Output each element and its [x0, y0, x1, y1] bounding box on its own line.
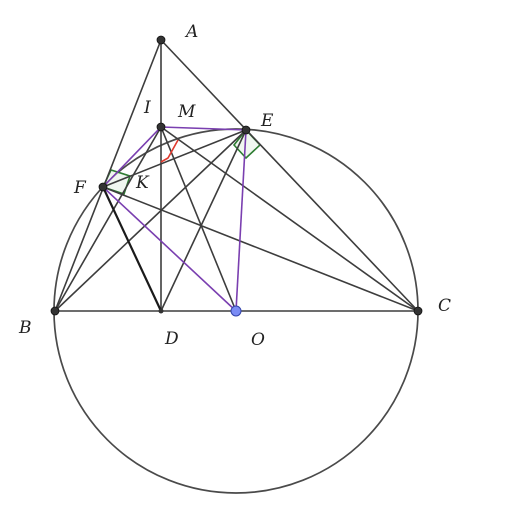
label-d: D	[164, 329, 179, 349]
point-e	[241, 125, 251, 135]
point-b	[50, 306, 60, 316]
point-c	[413, 306, 423, 316]
segment-be	[54, 129, 247, 312]
point-o	[230, 305, 242, 317]
label-i: I	[143, 98, 151, 118]
label-b: B	[18, 318, 32, 338]
segment-de	[160, 129, 247, 312]
segment-fo-purple	[102, 186, 237, 312]
point-m	[156, 122, 166, 132]
label-k: K	[135, 173, 150, 193]
point-d	[158, 308, 164, 314]
point-f	[98, 182, 108, 192]
label-m: M	[177, 102, 196, 122]
segment-ac	[160, 39, 419, 312]
label-o: O	[251, 330, 265, 350]
segment-fe	[102, 129, 247, 188]
point-a	[156, 35, 166, 45]
segment-dm-line	[160, 126, 237, 312]
segment-cf	[102, 186, 419, 312]
segment-eo-purple	[235, 129, 247, 312]
segment-mc	[160, 126, 419, 312]
label-f: F	[73, 178, 87, 198]
label-e: E	[260, 111, 274, 131]
segment-fm-purple	[102, 126, 162, 188]
segment-ab	[54, 39, 162, 312]
red-right-angle-mark	[160, 139, 179, 163]
label-a: A	[184, 22, 198, 42]
label-c: C	[438, 296, 451, 316]
segment-bm	[54, 126, 162, 312]
segment-fd	[102, 186, 162, 312]
segment-me-purple	[160, 126, 247, 131]
